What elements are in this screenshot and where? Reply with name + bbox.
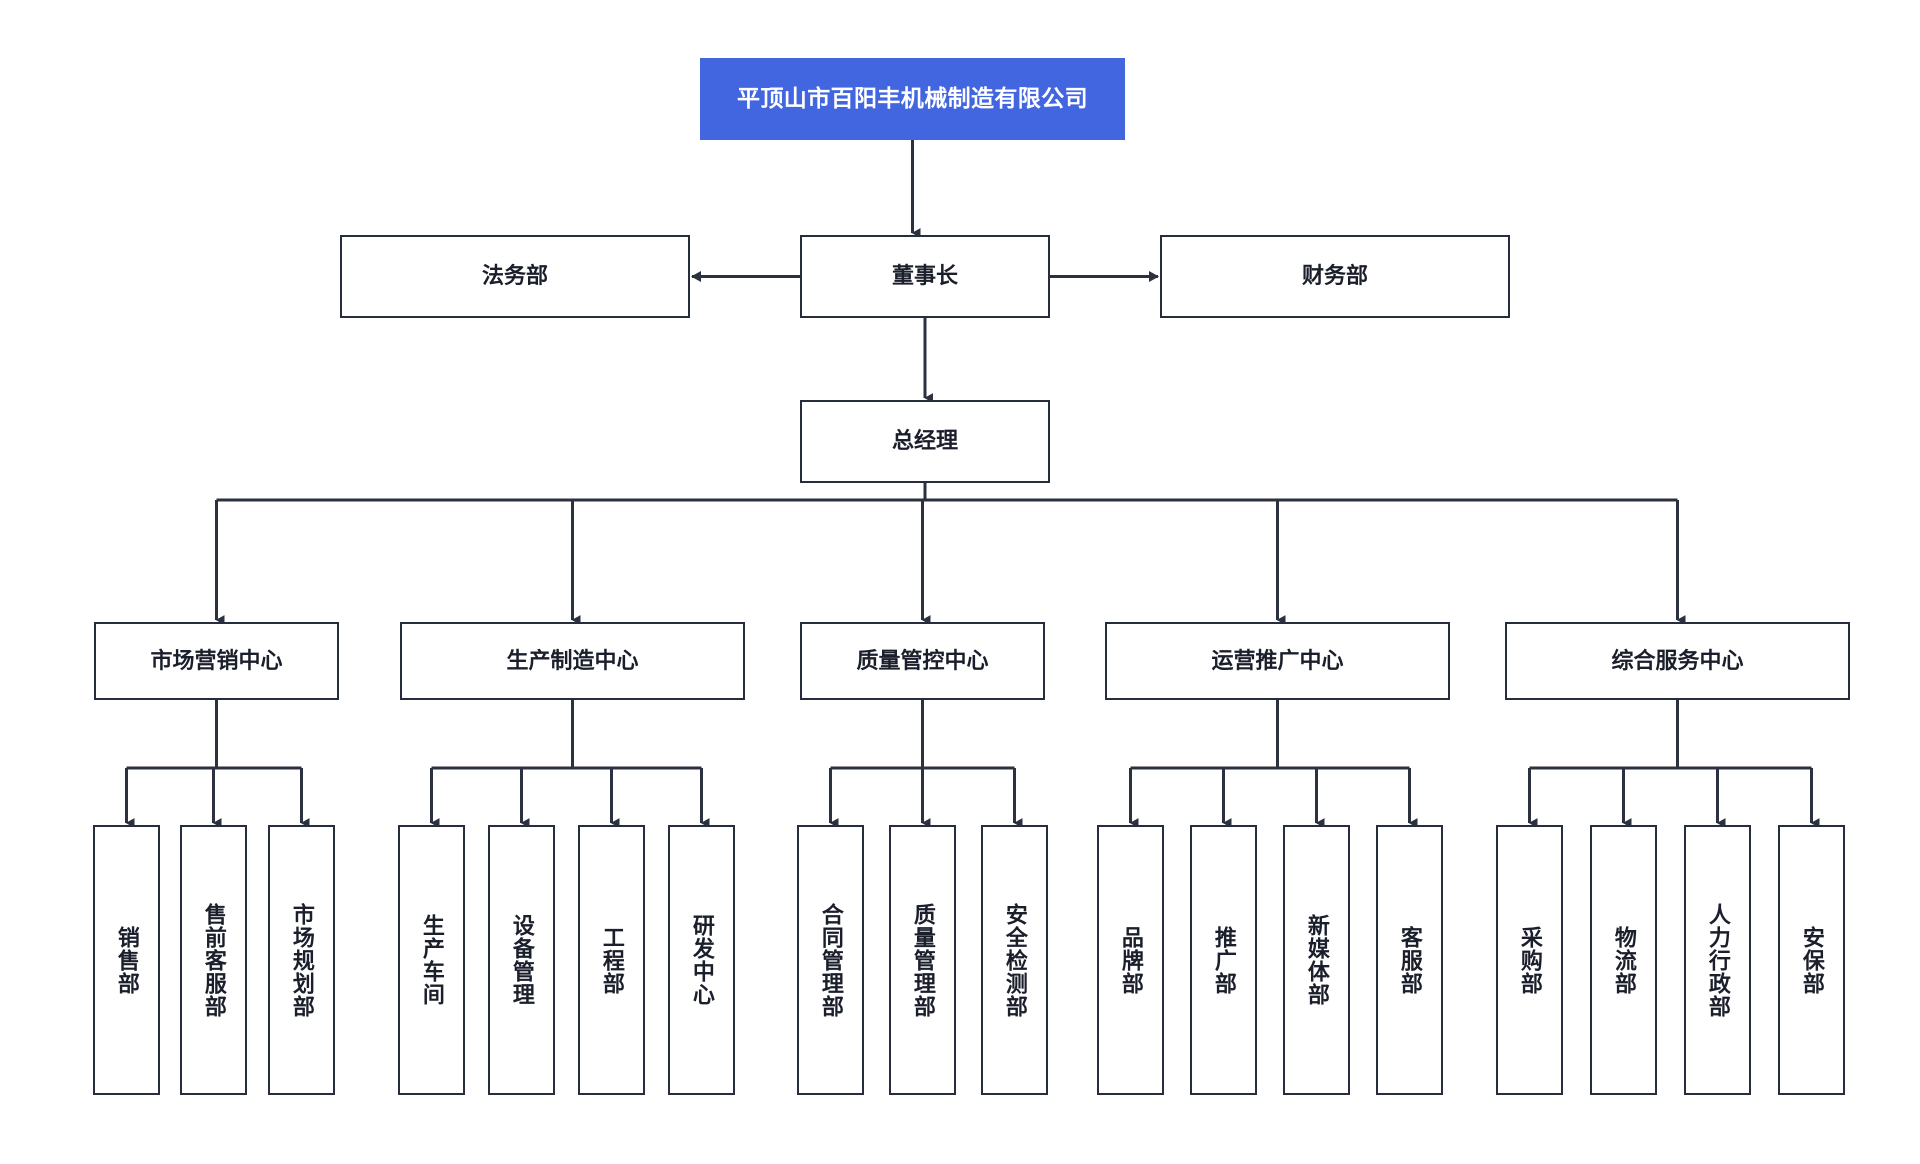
node-label: 平顶山市百阳丰机械制造有限公司 [737, 85, 1088, 112]
node-dept-hr-admin[interactable]: 人力行政部 [1684, 825, 1751, 1095]
node-dept-qa[interactable]: 质量管理部 [889, 825, 956, 1095]
node-center-manufacturing[interactable]: 生产制造中心 [400, 622, 745, 700]
node-label: 市场规划部 [289, 902, 315, 1018]
node-label: 人力行政部 [1705, 902, 1731, 1018]
node-label: 售前客服部 [201, 902, 227, 1018]
node-label: 安保部 [1799, 925, 1825, 995]
node-label: 运营推广中心 [1211, 647, 1344, 673]
node-label: 财务部 [1301, 263, 1368, 289]
node-dept-contract[interactable]: 合同管理部 [797, 825, 864, 1095]
node-dept-rnd[interactable]: 研发中心 [668, 825, 735, 1095]
node-label: 合同管理部 [818, 902, 844, 1018]
node-dept-logistics[interactable]: 物流部 [1590, 825, 1657, 1095]
node-dept-workshop[interactable]: 生产车间 [398, 825, 465, 1095]
node-label: 董事长 [891, 263, 958, 289]
node-label: 安全检测部 [1002, 902, 1028, 1018]
node-dept-presales[interactable]: 售前客服部 [180, 825, 247, 1095]
node-center-services[interactable]: 综合服务中心 [1505, 622, 1850, 700]
node-center-marketing[interactable]: 市场营销中心 [94, 622, 339, 700]
node-exec-finance[interactable]: 财务部 [1160, 235, 1510, 318]
node-label: 市场营销中心 [150, 647, 283, 673]
node-exec-legal[interactable]: 法务部 [340, 235, 690, 318]
node-label: 法务部 [481, 263, 548, 289]
node-label: 研发中心 [689, 914, 715, 1006]
node-exec-gm[interactable]: 总经理 [800, 400, 1050, 483]
node-dept-equipment[interactable]: 设备管理 [488, 825, 555, 1095]
node-dept-sales[interactable]: 销售部 [93, 825, 160, 1095]
node-label: 生产车间 [419, 914, 445, 1006]
node-label: 推广部 [1211, 925, 1237, 995]
node-label: 设备管理 [509, 914, 535, 1006]
node-dept-new-media[interactable]: 新媒体部 [1283, 825, 1350, 1095]
node-company-company[interactable]: 平顶山市百阳丰机械制造有限公司 [700, 58, 1125, 140]
node-center-quality[interactable]: 质量管控中心 [800, 622, 1045, 700]
node-dept-promotion[interactable]: 推广部 [1190, 825, 1257, 1095]
node-dept-safety-qc[interactable]: 安全检测部 [981, 825, 1048, 1095]
node-label: 质量管理部 [910, 902, 936, 1018]
node-dept-purchase[interactable]: 采购部 [1496, 825, 1563, 1095]
node-label: 新媒体部 [1304, 914, 1330, 1006]
node-label: 采购部 [1517, 925, 1543, 995]
node-dept-cs[interactable]: 客服部 [1376, 825, 1443, 1095]
node-label: 客服部 [1397, 925, 1423, 995]
node-label: 销售部 [114, 925, 140, 995]
node-center-operations[interactable]: 运营推广中心 [1105, 622, 1450, 700]
node-label: 物流部 [1611, 925, 1637, 995]
node-label: 生产制造中心 [506, 647, 639, 673]
node-exec-chairman[interactable]: 董事长 [800, 235, 1050, 318]
node-dept-brand[interactable]: 品牌部 [1097, 825, 1164, 1095]
node-label: 总经理 [891, 428, 958, 454]
node-label: 综合服务中心 [1611, 647, 1744, 673]
edge-group [125, 140, 1820, 828]
node-dept-engineer[interactable]: 工程部 [578, 825, 645, 1095]
node-label: 工程部 [599, 925, 625, 995]
node-dept-mkt-planning[interactable]: 市场规划部 [268, 825, 335, 1095]
node-label: 品牌部 [1118, 925, 1144, 995]
node-dept-security[interactable]: 安保部 [1778, 825, 1845, 1095]
node-label: 质量管控中心 [856, 647, 989, 673]
